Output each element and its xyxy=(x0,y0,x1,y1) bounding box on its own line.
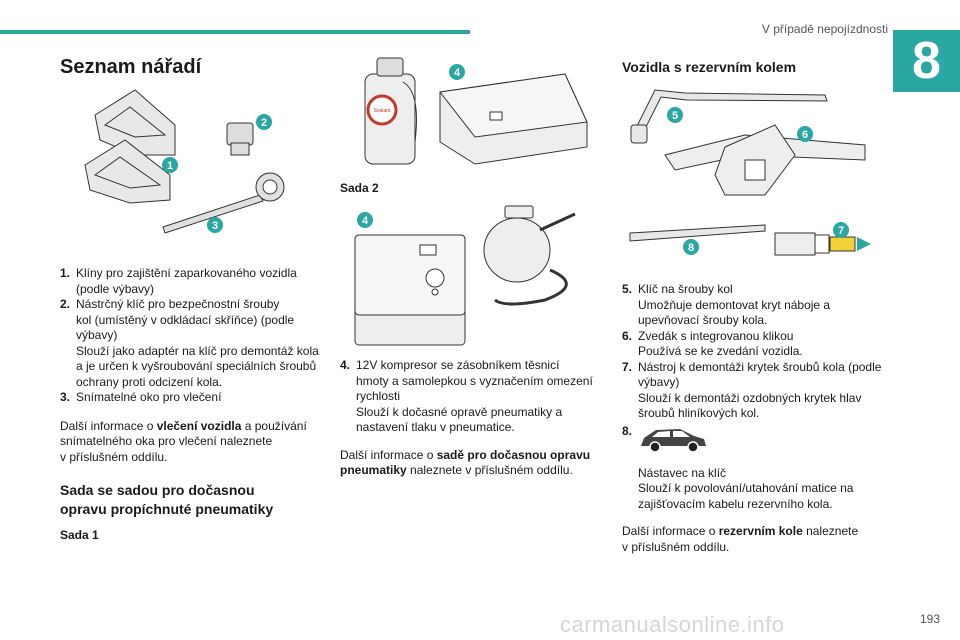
svg-text:3: 3 xyxy=(212,220,218,232)
jack-icon xyxy=(664,124,866,196)
callout-1: 1 xyxy=(162,157,178,173)
callout-8: 8 xyxy=(683,239,699,255)
list-item: 2. Nástrčný klíč pro bezpečnostní šrouby… xyxy=(60,297,319,389)
list-item: 7. Nástroj k demontáži krytek šroubů kol… xyxy=(622,359,882,421)
spare-wheel-list: 5. Klíč na šrouby kol Umožňuje demontova… xyxy=(622,282,892,512)
tools-list: 1. Klíny pro zajištění zaparkovaného voz… xyxy=(60,266,330,406)
wheel-chock-icon xyxy=(84,89,176,204)
page-heading: Seznam nářadí xyxy=(60,56,202,78)
kit-1-label: Sada 1 xyxy=(60,528,99,542)
sealant-bottle-icon xyxy=(364,57,417,165)
middle-column: 4. 12V kompresor se zásobníkem těsnicí h… xyxy=(340,358,605,479)
bottle-label: Sealant xyxy=(374,108,392,114)
compressor-icon xyxy=(439,73,588,165)
page-number: 193 xyxy=(919,612,940,626)
wheel-wrench-icon xyxy=(630,89,828,144)
callout-4-kit1: 4 xyxy=(449,64,465,80)
callout-3: 3 xyxy=(207,217,223,233)
extension-bar-icon xyxy=(629,224,766,242)
repair-kit-info: Další informace o sadě pro dočasnou opra… xyxy=(340,447,591,478)
svg-text:4: 4 xyxy=(362,215,369,227)
svg-text:4: 4 xyxy=(454,67,461,79)
svg-text:2: 2 xyxy=(261,117,267,129)
svg-text:8: 8 xyxy=(688,242,694,254)
callout-2: 2 xyxy=(256,114,272,130)
callout-6: 6 xyxy=(797,126,813,142)
towing-info: Další informace o vlečení vozidla a použ… xyxy=(60,418,307,464)
list-item: 5. Klíč na šrouby kol Umožňuje demontova… xyxy=(622,282,831,327)
section-title: V případě nepojízdnosti xyxy=(761,22,888,36)
car-icon xyxy=(641,428,706,453)
list-item: 8. Nástavec na klíč Slouží k povolování/… xyxy=(622,423,854,511)
callout-4-kit2: 4 xyxy=(357,212,373,228)
callout-7: 7 xyxy=(833,222,849,238)
list-item: 6. Zvedák s integrovanou klikou Používá … xyxy=(622,328,803,359)
callout-5: 5 xyxy=(667,107,683,123)
spare-wheel-heading: Vozidla s rezervním kolem xyxy=(622,59,797,75)
left-column: 1. Klíny pro zajištění zaparkovaného voz… xyxy=(60,266,330,544)
list-item: 4. 12V kompresor se zásobníkem těsnicí h… xyxy=(340,358,593,434)
compressor-icon xyxy=(354,234,466,346)
cap-removal-tool-icon xyxy=(774,232,871,256)
spare-wheel-tools-illustration: 5 6 7 8 xyxy=(629,89,871,256)
svg-text:1: 1 xyxy=(167,160,173,172)
svg-text:5: 5 xyxy=(672,110,678,122)
towing-eye-icon xyxy=(162,172,285,234)
kit-list: 4. 12V kompresor se zásobníkem těsnicí h… xyxy=(340,358,605,436)
kit2-illustration: 4 xyxy=(354,205,576,346)
list-item: 1. Klíny pro zajištění zaparkovaného voz… xyxy=(60,266,297,296)
chapter-badge: 8 xyxy=(893,30,960,92)
list-item: 3. Snímatelné oko pro vlečení xyxy=(60,390,222,404)
spare-wheel-info: Další informace o rezervním kole nalezne… xyxy=(622,524,859,554)
kit1-illustration: Sealant 4 xyxy=(364,57,588,165)
svg-text:7: 7 xyxy=(838,225,844,237)
tools-illustration: 1 2 3 xyxy=(84,89,285,234)
repair-kit-heading: Sada se sadou pro dočasnou opravu propíc… xyxy=(60,482,274,517)
right-column: 5. Klíč na šrouby kol Umožňuje demontova… xyxy=(622,282,892,555)
svg-text:6: 6 xyxy=(802,129,808,141)
socket-icon xyxy=(226,122,254,156)
watermark: carmanualsonline.info xyxy=(560,612,785,637)
kit-2-label: Sada 2 xyxy=(340,181,379,195)
sealant-bottle-icon xyxy=(483,205,576,306)
header-accent-bar xyxy=(0,30,470,34)
